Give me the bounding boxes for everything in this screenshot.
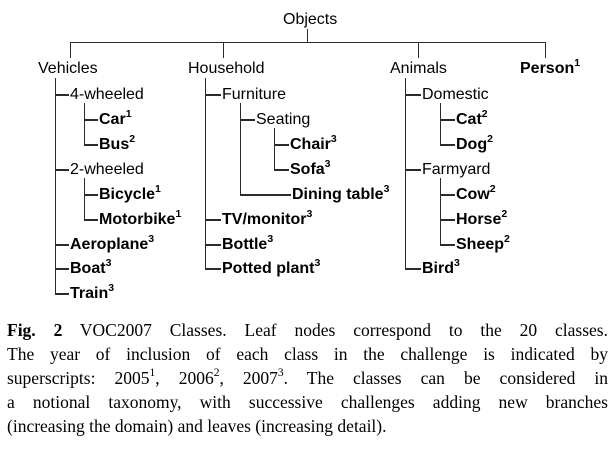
tree-node-potted-plant: Potted plant3 [222,256,321,277]
two-wheeled-trunk-line [83,178,85,221]
figure-caption: Fig. 2 VOC2007 Classes. Leaf nodes corre… [7,318,608,438]
tree-node-2-wheeled: 2-wheeled [70,161,144,178]
tree-node-sheep: Sheep2 [456,232,510,253]
tree-node-car: Car1 [99,107,132,128]
dog-branch-line [439,144,455,146]
sofa-branch-line [273,169,289,171]
four-wheeled-branch-line [54,94,69,96]
tree-node-bicycle: Bicycle1 [99,182,161,203]
tree-node-train: Train3 [70,281,115,302]
furniture-branch-line [204,94,221,96]
tree-node-farmyard: Farmyard [422,161,491,178]
farmyard-trunk-line [439,178,441,246]
tree-node-horse: Horse2 [456,207,508,228]
tree-node-furniture: Furniture [222,86,287,103]
cat-branch-line [439,119,455,121]
caption-line-2: The year of inclusion of each class in t… [7,344,608,364]
household-trunk-line [204,78,206,270]
tree-node-dog: Dog2 [456,132,493,153]
tree-node-bird: Bird3 [422,256,460,277]
objects-stub-line [306,29,308,43]
top-bar-line [69,41,546,43]
bottle-branch-line [204,244,221,246]
car-branch-line [83,119,98,121]
tree-node-person: Person1 [520,56,581,77]
tree-node-aeroplane: Aeroplane3 [70,232,155,253]
tree-node-chair: Chair3 [290,132,337,153]
domestic-branch-line [404,94,421,96]
tree-node-sofa: Sofa3 [290,157,331,178]
furniture-trunk-line [239,103,241,196]
caption-fig-label: Fig. 2 [7,320,63,340]
tree-node-vehicles: Vehicles [38,60,98,77]
motorbike-branch-line [83,219,98,221]
tree-node-animals: Animals [390,60,447,77]
tree-node-cat: Cat2 [456,107,488,128]
tree-node-bus: Bus2 [99,132,136,153]
household-drop-line [222,41,224,58]
train-branch-line [54,293,69,295]
horse-branch-line [439,219,455,221]
vehicles-drop-line [69,41,71,58]
caption-line-5: (increasing the domain) and leaves (incr… [7,416,387,436]
boat-branch-line [54,268,69,270]
caption-line-3: superscripts: 20051, 20062, 20073. The c… [7,367,609,388]
tree-node-household: Household [188,60,265,77]
seating-trunk-line [273,128,275,171]
two-wheeled-branch-line [54,169,69,171]
animals-trunk-line [404,78,406,270]
seating-branch-line [239,119,255,121]
tree-node-dining-table: Dining table3 [292,182,390,203]
cow-branch-line [439,194,455,196]
caption-line-1: Fig. 2 VOC2007 Classes. Leaf nodes corre… [7,320,608,340]
tree-node-bottle: Bottle3 [222,232,274,253]
tree-node-seating: Seating [256,111,311,128]
bus-branch-line [83,144,98,146]
aeroplane-branch-line [54,244,69,246]
potted-plant-branch-line [204,268,221,270]
farmyard-branch-line [404,169,421,171]
tv-monitor-branch-line [204,219,221,221]
tree-node-objects: Objects [283,11,338,28]
four-wheeled-trunk-line [83,103,85,146]
tree-node-boat: Boat3 [70,256,112,277]
tree-node-cow: Cow2 [456,182,496,203]
tree-node-domestic: Domestic [422,86,489,103]
tree-node-4-wheeled: 4-wheeled [70,86,144,103]
tree-node-motorbike: Motorbike1 [99,207,182,228]
dining-table-branch-line [239,194,291,196]
tree-node-tv-monitor: TV/monitor3 [222,207,313,228]
animals-drop-line [417,41,419,58]
bicycle-branch-line [83,194,98,196]
domestic-trunk-line [439,103,441,146]
bird-branch-line [404,268,421,270]
caption-line-4: a notional taxonomy, with successive cha… [7,392,608,412]
sheep-branch-line [439,244,455,246]
chair-branch-line [273,144,289,146]
vehicles-trunk-line [54,78,56,295]
person-drop-line [544,41,546,58]
